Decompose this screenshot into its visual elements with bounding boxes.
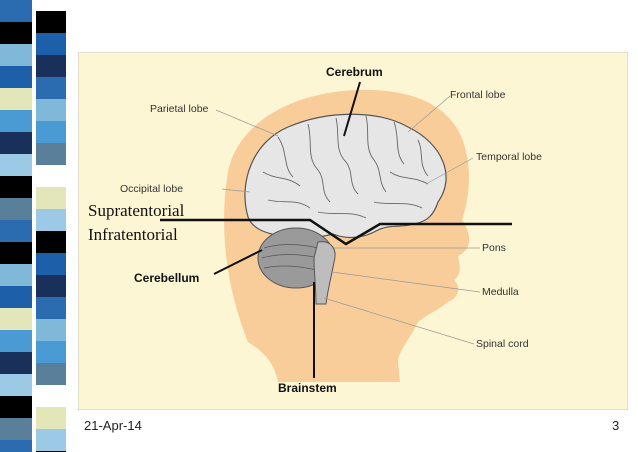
sidebar-stripe: [36, 209, 66, 231]
tentorium-line: [160, 218, 512, 246]
sidebar-stripe: [0, 132, 32, 154]
sidebar-stripe: [36, 319, 66, 341]
pointer-lines: [215, 95, 481, 345]
label-cerebrum: Cerebrum: [326, 65, 383, 79]
sidebar-stripe: [36, 77, 66, 99]
sidebar-stripe: [0, 396, 32, 418]
sidebar-stripe: [36, 407, 66, 429]
sidebar-stripe: [0, 352, 32, 374]
label-occipital-lobe: Occipital lobe: [120, 183, 183, 195]
label-supratentorial: Supratentorial: [88, 201, 185, 220]
sidebar-stripe: [36, 385, 66, 407]
sidebar-stripe: [36, 187, 66, 209]
sidebar-stripe: [36, 143, 66, 165]
sidebar-stripe: [0, 418, 32, 440]
sidebar-stripe: [36, 341, 66, 363]
sidebar-stripe: [36, 297, 66, 319]
label-medulla: Medulla: [482, 286, 519, 298]
sidebar-stripe: [0, 220, 32, 242]
sidebar-stripe: [36, 55, 66, 77]
sidebar-stripe: [36, 231, 66, 253]
label-pons: Pons: [482, 242, 506, 254]
sidebar-stripe: [36, 33, 66, 55]
sidebar-stripe: [0, 330, 32, 352]
sidebar-stripe: [0, 198, 32, 220]
sidebar-stripe: [36, 165, 66, 187]
bold-pointers: [213, 81, 361, 378]
label-infratentorial: Infratentorial: [88, 225, 178, 244]
footer-page-number: 3: [612, 418, 620, 433]
sidebar-stripe: [0, 440, 32, 452]
sidebar-stripe: [0, 264, 32, 286]
sidebar-stripe: [0, 110, 32, 132]
sidebar-stripe: [0, 242, 32, 264]
sidebar-stripe: [0, 286, 32, 308]
sidebar-stripe: [0, 88, 32, 110]
label-temporal-lobe: Temporal lobe: [476, 151, 542, 163]
label-parietal-lobe: Parietal lobe: [150, 103, 209, 115]
sidebar-stripe: [36, 363, 66, 385]
label-cerebellum: Cerebellum: [134, 271, 199, 285]
brainstem-shape: [313, 241, 336, 305]
sidebar-stripe: [0, 154, 32, 176]
sidebar-stripe: [36, 121, 66, 143]
sidebar-stripe: [36, 429, 66, 451]
sidebar-stripe: [36, 253, 66, 275]
label-spinal-cord: Spinal cord: [476, 338, 529, 350]
sidebar-stripe: [0, 374, 32, 396]
sidebar-stripe: [36, 275, 66, 297]
sidebar-stripe: [0, 66, 32, 88]
label-frontal-lobe: Frontal lobe: [450, 89, 506, 101]
sidebar-stripe: [0, 176, 32, 198]
sidebar-stripe: [36, 11, 66, 33]
decorative-sidebar: [0, 0, 66, 452]
sidebar-stripe: [36, 99, 66, 121]
sidebar-stripe: [0, 0, 32, 22]
cerebrum-gyri: [262, 115, 429, 219]
label-brainstem: Brainstem: [278, 381, 337, 395]
sidebar-stripe: [0, 44, 32, 66]
sidebar-stripe: [0, 308, 32, 330]
sidebar-stripe: [0, 22, 32, 44]
footer-date: 21-Apr-14: [84, 418, 142, 433]
brain-diagram: Cerebrum Frontal lobe Parietal lobe Temp…: [78, 52, 628, 410]
